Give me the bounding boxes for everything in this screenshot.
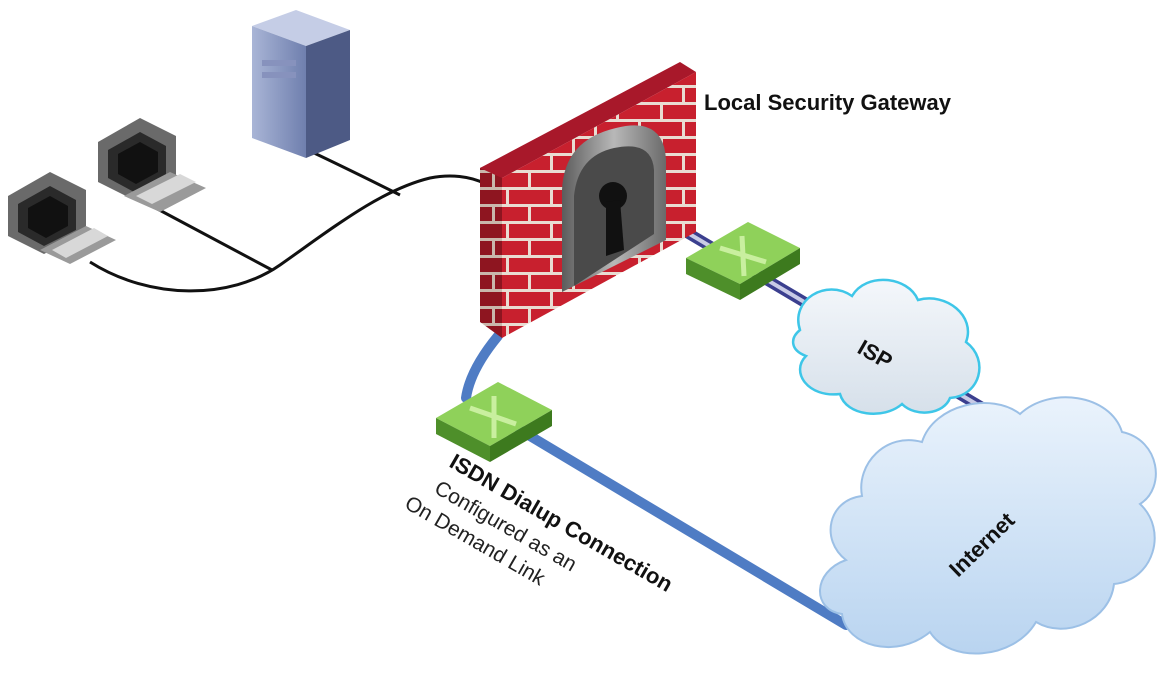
workstation-icon	[8, 172, 116, 264]
isdn-link	[461, 331, 851, 630]
workstation-icon	[98, 118, 206, 212]
isp-cloud-icon	[792, 278, 981, 415]
firewall-icon	[480, 62, 696, 338]
router-icon	[686, 222, 800, 300]
router-icon	[436, 382, 552, 462]
lan-cables	[89, 150, 487, 293]
cable-pc1	[149, 203, 273, 272]
isdn-caption: ISDN Dialup Connection Configured as an …	[401, 449, 677, 597]
cable-server	[311, 150, 401, 197]
gateway-label: Local Security Gateway	[704, 90, 952, 115]
cable-backbone	[89, 174, 487, 293]
internet-cloud-icon	[819, 396, 1157, 655]
server-icon	[252, 10, 350, 158]
